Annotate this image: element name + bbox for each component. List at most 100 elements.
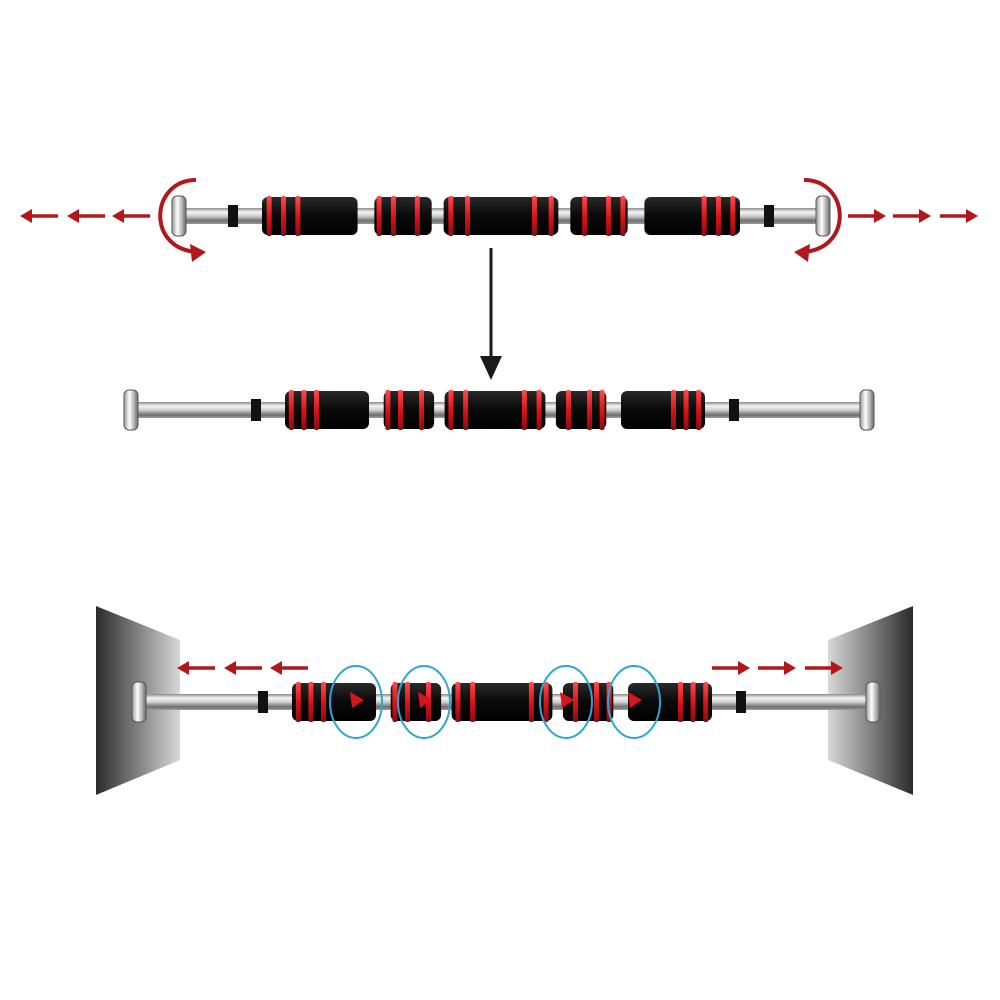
rotate-arrow-icon: [158, 178, 199, 254]
foam-grip: [451, 683, 553, 721]
collar: [729, 399, 739, 421]
twist-rotation-icons: [329, 665, 661, 739]
foam-grip: [628, 683, 712, 721]
end-rotation-arrows: [158, 178, 842, 262]
red-ring: [314, 390, 319, 430]
red-ring: [288, 390, 294, 430]
red-ring: [606, 196, 612, 236]
foam-grip: [383, 391, 435, 429]
foam-grip: [621, 391, 705, 429]
foam-grip: [444, 391, 546, 429]
red-extend-arrow-head: [177, 661, 189, 675]
red-ring: [548, 196, 554, 236]
red-ring: [455, 682, 461, 722]
end-cap: [123, 389, 139, 431]
rotate-arrow-head: [190, 244, 206, 262]
red-ring: [295, 682, 301, 722]
red-ring: [690, 682, 696, 722]
end-cap: [859, 389, 875, 431]
red-ring: [390, 196, 396, 236]
pull-up-bar-top: [171, 195, 831, 237]
red-ring: [594, 682, 599, 722]
foam-grip: [570, 197, 628, 235]
red-ring: [463, 390, 469, 430]
rotate-arrow-icon: [801, 178, 842, 254]
red-ring: [566, 390, 571, 430]
red-ring: [671, 390, 676, 430]
red-ring: [385, 390, 391, 430]
red-ring: [321, 682, 326, 722]
red-extend-arrow-head: [67, 209, 79, 223]
red-ring: [465, 196, 471, 236]
twist-rotation-icon: [329, 665, 383, 739]
twist-rotation-icon: [397, 665, 451, 739]
collar: [764, 205, 774, 227]
red-ring: [414, 196, 420, 236]
red-ring: [573, 682, 578, 722]
end-cap: [815, 195, 831, 237]
red-ring: [528, 682, 534, 722]
twist-rotation-icon: [539, 665, 593, 739]
end-cap: [865, 681, 881, 723]
extend-arrows-top: [20, 209, 978, 223]
foam-grip: [374, 197, 432, 235]
red-ring: [606, 682, 612, 722]
red-ring: [543, 682, 549, 722]
collar: [736, 691, 746, 713]
red-ring: [448, 196, 454, 236]
foam-grip: [644, 197, 740, 235]
red-ring: [701, 196, 707, 236]
red-ring: [301, 390, 307, 430]
red-ring: [398, 390, 403, 430]
red-ring: [599, 390, 605, 430]
end-cap: [171, 195, 187, 237]
collar: [228, 205, 238, 227]
twist-arrow-head: [350, 692, 364, 708]
red-extend-arrow-head: [831, 661, 843, 675]
twist-rotation-icon: [607, 665, 661, 739]
foam-grip: [555, 391, 607, 429]
red-ring: [405, 682, 410, 722]
red-ring: [308, 682, 314, 722]
collar: [258, 691, 268, 713]
twist-arrow-head: [628, 692, 642, 708]
red-ring: [587, 390, 592, 430]
red-ring: [470, 682, 476, 722]
red-ring: [295, 196, 301, 236]
twist-arrow-head: [418, 692, 432, 708]
red-ring: [683, 390, 689, 430]
red-extend-arrow-head: [112, 209, 124, 223]
red-ring: [703, 682, 709, 722]
red-ring: [376, 196, 382, 236]
pull-up-bar-mounted: [131, 681, 881, 723]
red-ring: [448, 390, 454, 430]
red-extend-arrow-head: [224, 661, 236, 675]
foam-grip: [262, 197, 358, 235]
red-extend-arrow-head: [20, 209, 32, 223]
red-extend-arrow-head: [874, 209, 886, 223]
red-ring: [696, 390, 702, 430]
red-extend-arrow-head: [919, 209, 931, 223]
red-ring: [536, 390, 542, 430]
down-arrow-icon: [480, 248, 502, 380]
collar: [251, 399, 261, 421]
red-ring: [531, 196, 537, 236]
red-ring: [678, 682, 683, 722]
twist-arrow-head: [560, 692, 574, 708]
red-ring: [392, 682, 398, 722]
foam-grip: [292, 683, 376, 721]
red-extend-arrow-head: [738, 661, 750, 675]
red-ring: [419, 390, 424, 430]
end-cap: [131, 681, 147, 723]
red-ring: [730, 196, 736, 236]
foam-grip: [443, 197, 559, 235]
rotate-arrow-head: [794, 244, 810, 262]
red-ring: [281, 196, 287, 236]
red-extend-arrow-head: [784, 661, 796, 675]
foam-grip: [285, 391, 369, 429]
extend-arrows-bottom: [177, 661, 843, 675]
red-ring: [620, 196, 626, 236]
red-ring: [521, 390, 527, 430]
pull-up-bar-extended: [123, 389, 875, 431]
